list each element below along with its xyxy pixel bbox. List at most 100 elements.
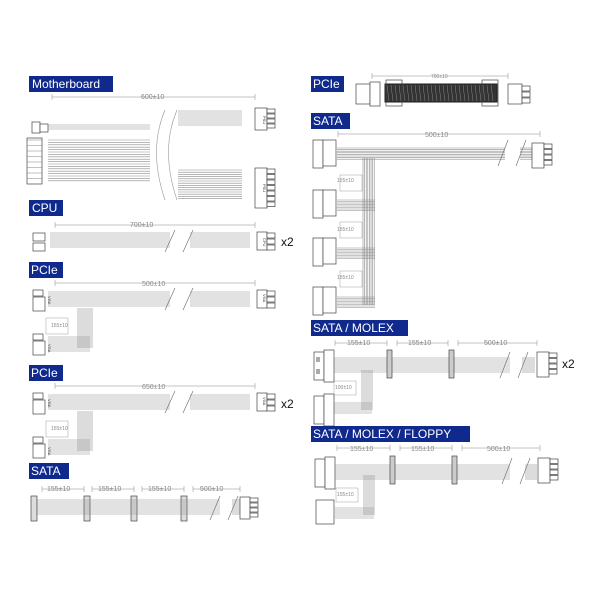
- braid-pattern: [426, 84, 430, 102]
- sata-connector: [322, 189, 337, 217]
- branch-length-label: 155±10: [337, 227, 354, 233]
- eps-connector: [39, 123, 49, 133]
- length-label: 500±10: [142, 281, 165, 288]
- connector-label: CPU: [262, 238, 267, 247]
- length-label: 600±10: [141, 94, 164, 101]
- braid-pattern: [462, 84, 466, 102]
- dimension-box: [339, 174, 363, 192]
- molex-pin: [316, 369, 320, 374]
- braided-sleeve: [384, 83, 498, 103]
- break-mark: [497, 139, 509, 167]
- floppy-connector: [315, 499, 335, 525]
- sata-connector: [83, 495, 91, 522]
- break-mark: [517, 351, 529, 379]
- pcie-connector: [369, 81, 381, 107]
- braid-pattern: [486, 84, 490, 102]
- connector-pin: [266, 238, 276, 245]
- motherboard-title: Motherboard: [32, 77, 100, 91]
- sata-molex-title: SATA / MOLEX: [313, 321, 394, 335]
- braid-pattern: [418, 84, 422, 102]
- braid-pattern: [422, 84, 426, 102]
- connector-pin: [266, 290, 276, 297]
- pcie-connector: [32, 333, 44, 341]
- connector-pin: [543, 149, 553, 155]
- connector-pin: [543, 154, 553, 160]
- connector-pin: [521, 97, 531, 104]
- sata-connector: [322, 139, 337, 167]
- connector-label: VGA: [262, 397, 267, 406]
- cpu-cable: CPU 700±10 x2: [29, 200, 294, 249]
- break-mark: [182, 229, 194, 253]
- title-badge: [29, 463, 69, 479]
- connector-pin: [521, 91, 531, 98]
- connector-pin: [266, 168, 276, 174]
- braid-pattern: [390, 84, 394, 102]
- title-badge: [311, 113, 350, 129]
- break-mark: [164, 229, 176, 253]
- connector-label: VGA: [262, 294, 267, 303]
- connector-pin: [266, 393, 276, 400]
- pcie-connector: [32, 436, 44, 444]
- braid-pattern: [430, 84, 434, 102]
- braid-pattern: [442, 84, 446, 102]
- braid-pattern: [438, 84, 442, 102]
- sata-molex-floppy-cable: SATA / MOLEX / FLOPPY 155±10 155±10 500±…: [311, 426, 510, 498]
- segment-label: 155±10: [350, 446, 373, 453]
- sleeve-clip: [481, 79, 499, 107]
- branch-length-label: 155±10: [337, 178, 354, 184]
- connector-pin: [549, 464, 559, 470]
- dimension-box: [45, 317, 69, 335]
- pcie-title: PCIe: [313, 77, 340, 91]
- connector-pin: [266, 244, 276, 251]
- branch-length-label: 100±10: [335, 385, 352, 391]
- connector-pin: [521, 85, 531, 92]
- branch-length-label: 155±10: [51, 426, 68, 432]
- connector-pin: [548, 369, 558, 375]
- motherboard-cable: Motherboard 600±10: [29, 76, 164, 101]
- sata-connector: [386, 349, 393, 379]
- connector-pin: [266, 399, 276, 406]
- connector-pin: [249, 512, 259, 518]
- connector-pin: [548, 358, 558, 364]
- connector-label: VGA: [47, 296, 52, 305]
- pcie-cable-1: PCIe 500±10 155±10: [29, 262, 165, 329]
- connector-pin: [543, 160, 553, 166]
- dimension-box: [339, 221, 363, 239]
- connector-pin: [266, 123, 276, 129]
- dimension-box: [333, 380, 357, 396]
- connector-label: VGA: [47, 399, 52, 408]
- connector-pin: [249, 507, 259, 513]
- segment-label: 155±10: [408, 340, 431, 347]
- molex-pin: [316, 357, 320, 362]
- sata-connector: [448, 349, 455, 379]
- connector-pin: [548, 363, 558, 369]
- sata-connector: [389, 455, 396, 485]
- break-mark: [209, 495, 221, 521]
- connector-pin: [266, 179, 276, 185]
- branch-length-label: 155±10: [337, 492, 354, 498]
- connector-pin: [266, 174, 276, 180]
- braid-pattern: [398, 84, 402, 102]
- segment-label: 155±10: [98, 486, 121, 493]
- branch-length-label: 155±10: [337, 275, 354, 281]
- connector-label: PSU: [262, 184, 267, 192]
- braid-pattern: [478, 84, 482, 102]
- dimension-box: [339, 270, 363, 288]
- connector-pin: [549, 475, 559, 481]
- length-label: 500±10: [425, 132, 448, 139]
- pcie-title: PCIe: [31, 366, 58, 380]
- break-mark: [164, 287, 176, 311]
- connector-pin: [266, 190, 276, 196]
- braid-pattern: [386, 84, 390, 102]
- cpu-connector: [32, 242, 46, 252]
- connector-pin: [266, 113, 276, 119]
- length-label: 700±10: [130, 222, 153, 229]
- sata-molex-cable: SATA / MOLEX 155±10 155±10 500±10 100±10…: [311, 320, 575, 391]
- quantity-label: x2: [281, 235, 294, 249]
- connector-pin: [549, 469, 559, 475]
- pcie-cable-2: PCIe 650±10 155±10 x2: [29, 365, 294, 432]
- title-badge: [29, 365, 63, 381]
